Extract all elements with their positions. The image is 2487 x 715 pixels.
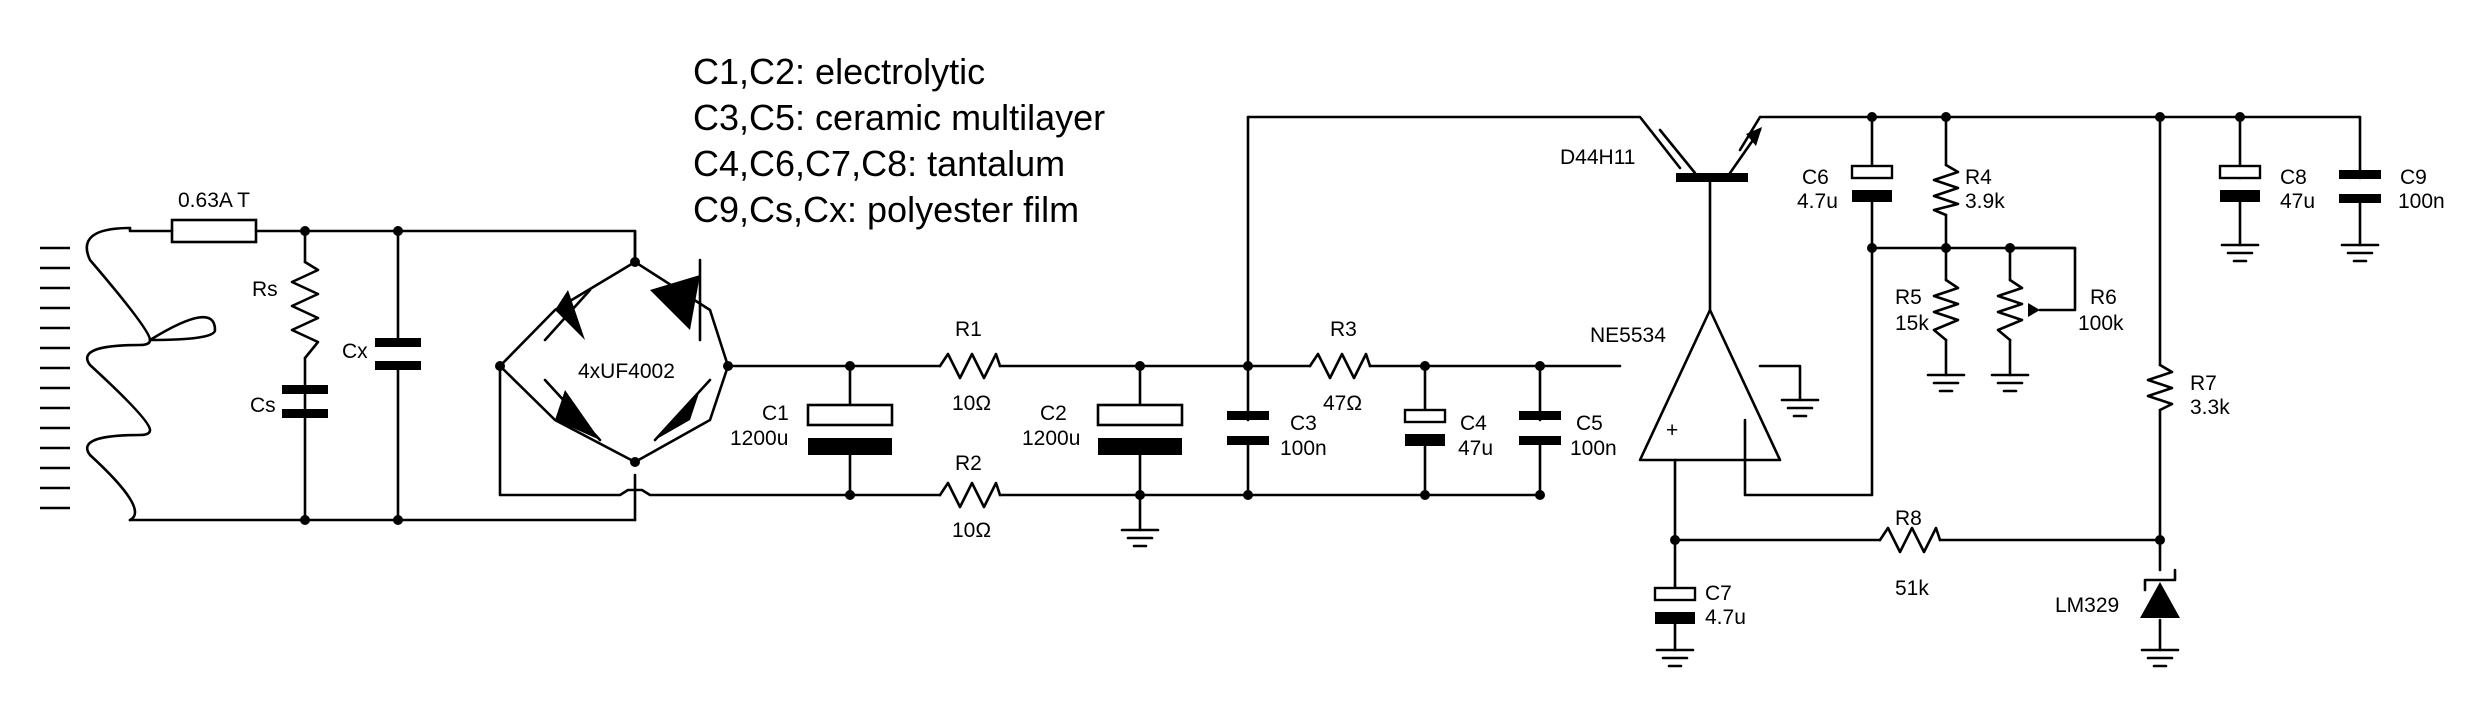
resistors [290, 163, 2174, 554]
note-line-4: C9,Cs,Cx: polyester film [693, 189, 1079, 230]
resistor-r4 [1932, 163, 1960, 217]
c3-value: 100n [1280, 437, 1327, 460]
c5-name: C5 [1576, 412, 1603, 435]
r4-value: 3.9k [1965, 190, 2005, 213]
resistor-r7 [2146, 363, 2174, 412]
bridge-label: 4xUF4002 [578, 360, 675, 383]
r2-value: 10Ω [952, 519, 991, 542]
c4-value: 47u [1458, 437, 1493, 460]
opamp-label: NE5534 [1590, 324, 1666, 347]
note-line-3: C4,C6,C7,C8: tantalum [693, 143, 1065, 184]
component-notes: C1,C2: electrolytic C3,C5: ceramic multi… [693, 51, 1105, 230]
resistor-r5 [1932, 278, 1960, 342]
capacitors [282, 164, 2381, 624]
junction-dots [300, 112, 2245, 545]
fuse-label: 0.63A T [178, 189, 250, 212]
c9-value: 100n [2398, 190, 2445, 213]
r6-wiper-arrow [2028, 303, 2040, 317]
cx-label: Cx [342, 340, 368, 363]
r7-value: 3.3k [2190, 396, 2230, 419]
c5-value: 100n [1570, 437, 1617, 460]
r6-name: R6 [2090, 286, 2117, 309]
component-labels: Rs Cs Cx C1 1200u R1 10Ω R2 10Ω C2 1200u… [250, 146, 2445, 629]
opamp-minus-label: I [1742, 419, 1748, 442]
resistor-r2 [938, 481, 1002, 509]
wires [128, 115, 2362, 652]
r7-name: R7 [2190, 372, 2217, 395]
zener-label: LM329 [2055, 594, 2119, 617]
c6-value: 4.7u [1797, 190, 1838, 213]
r5-value: 15k [1895, 312, 1929, 335]
cs-label: Cs [250, 394, 276, 417]
c1-name: C1 [762, 402, 789, 425]
r3-name: R3 [1330, 318, 1357, 341]
resistor-rs [290, 260, 320, 360]
c6-name: C6 [1802, 166, 1829, 189]
r8-name: R8 [1895, 507, 1922, 530]
r5-name: R5 [1895, 286, 1922, 309]
r8-value: 51k [1895, 577, 1929, 600]
bridge-rectifier: 4xUF4002 [543, 258, 712, 442]
transformer-core [40, 246, 70, 510]
resistor-r1 [938, 352, 1002, 380]
opamp-plus-label: + [1666, 419, 1678, 442]
resistor-r3 [1308, 352, 1372, 380]
c1-value: 1200u [730, 427, 788, 450]
r4-name: R4 [1965, 166, 1992, 189]
c9-name: C9 [2400, 166, 2427, 189]
c7-name: C7 [1705, 582, 1732, 605]
c2-value: 1200u [1022, 427, 1080, 450]
ground-symbols [1120, 243, 2380, 668]
c3-name: C3 [1290, 412, 1317, 435]
transformer-winding [85, 226, 152, 522]
r1-value: 10Ω [952, 392, 991, 415]
c8-name: C8 [2280, 166, 2307, 189]
resistor-r8 [1878, 526, 1942, 554]
c4-name: C4 [1460, 412, 1487, 435]
r6-value: 100k [2078, 312, 2124, 335]
zener-lm329 [2140, 568, 2180, 618]
rs-label: Rs [252, 278, 278, 301]
c8-value: 47u [2280, 190, 2315, 213]
note-line-2: C3,C5: ceramic multilayer [693, 97, 1105, 138]
c2-name: C2 [1040, 402, 1067, 425]
r2-name: R2 [955, 452, 982, 475]
c7-value: 4.7u [1705, 606, 1746, 629]
r1-name: R1 [955, 318, 982, 341]
fuse-f1: 0.63A T [170, 189, 258, 244]
transformer-symbol [40, 226, 217, 522]
resistor-r6 [1996, 278, 2024, 342]
note-line-1: C1,C2: electrolytic [693, 51, 985, 92]
r3-value: 47Ω [1323, 392, 1362, 415]
transistor-q1 [1658, 127, 1762, 182]
opamp-ne5534: + I [1638, 308, 1782, 462]
transistor-label: D44H11 [1560, 146, 1636, 169]
